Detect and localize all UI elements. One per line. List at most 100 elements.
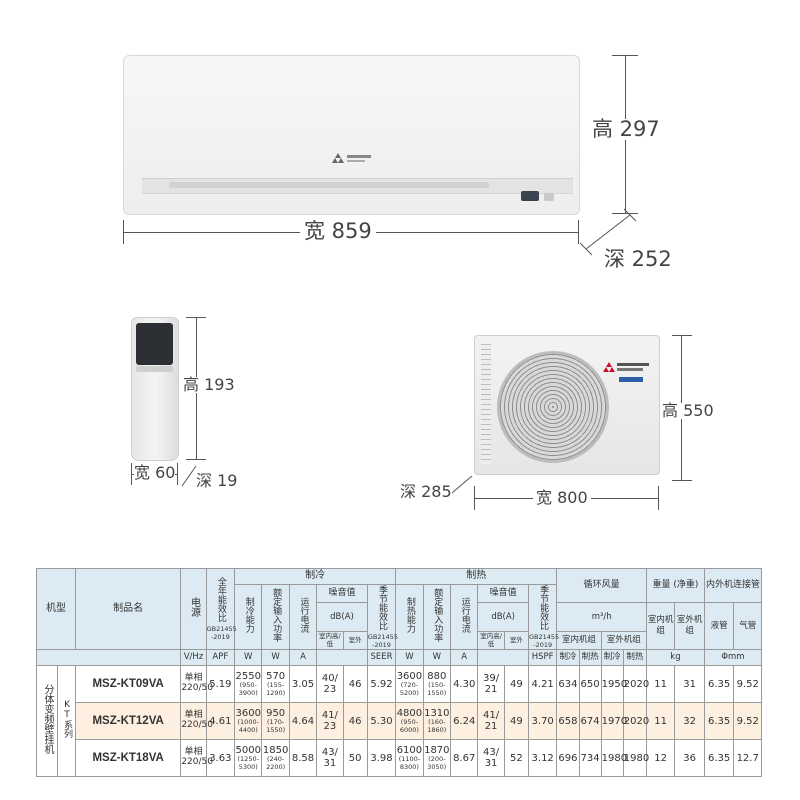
table-cell xyxy=(477,649,529,667)
header-cool-capacity: 制冷能力 xyxy=(234,583,263,651)
header-cool-noise-unit: dB(A) xyxy=(316,601,368,633)
indoor-depth-line xyxy=(579,208,637,256)
table-cell: 52 xyxy=(503,739,529,778)
unit-airflow-out-cool: 制冷 xyxy=(600,649,624,667)
table-cell: 6.35 xyxy=(703,739,735,778)
outdoor-side-grill xyxy=(481,344,491,464)
series-name-cell: 分体变频壁挂机 xyxy=(35,665,59,778)
table-cell: 6.35 xyxy=(703,665,735,704)
table-cell: 658 xyxy=(556,702,580,741)
header-weight-outdoor: 室外机组 xyxy=(674,601,705,651)
table-cell: 880(150- 1550) xyxy=(422,665,452,704)
table-cell: 1970 xyxy=(600,702,627,741)
header-power: 电源 xyxy=(180,567,207,651)
unit-heat-input: W xyxy=(422,649,452,667)
table-cell: 4.30 xyxy=(449,665,479,704)
header-heat-current: 运行电流 xyxy=(449,583,479,651)
header-cool-input: 额定输入功率 xyxy=(261,583,290,651)
table-cell: 1980 xyxy=(622,739,649,778)
header-airflow-unit: m³/h xyxy=(556,601,647,633)
model-name: MSZ-KT09VA xyxy=(74,665,182,704)
table-cell: 2020 xyxy=(622,665,649,704)
table-cell: 43/ 31 xyxy=(477,739,505,778)
table-cell: 1310(160- 1860) xyxy=(422,702,452,741)
outdoor-fan-grille xyxy=(497,351,609,463)
table-cell: 单相 220/50 xyxy=(180,739,213,778)
table-cell: 1980 xyxy=(600,739,627,778)
unit-cool-capacity: W xyxy=(234,649,263,667)
mitsubishi-logo-icon xyxy=(332,153,371,163)
remote-control-image xyxy=(131,317,179,461)
unit-pipe: Φmm xyxy=(703,649,763,667)
indoor-height-label: 高 297 xyxy=(592,117,660,141)
header-airflow: 循环风量 xyxy=(556,568,647,603)
table-cell: 674 xyxy=(578,702,602,741)
table-cell: 31 xyxy=(674,665,705,704)
unit-weight: kg xyxy=(645,649,705,667)
table-cell: 12 xyxy=(645,739,676,778)
series-sub-cell: KT系列 xyxy=(57,665,76,778)
table-cell: 11 xyxy=(645,665,676,704)
table-cell: 6.24 xyxy=(449,702,479,741)
model-name: MSZ-KT12VA xyxy=(74,702,182,741)
header-model-type: 机型 xyxy=(36,567,76,651)
table-cell: 8.67 xyxy=(449,739,479,778)
table-cell: 12.7 xyxy=(733,739,762,778)
header-product-name: 制品名 xyxy=(74,567,182,651)
header-heat-noise: 噪音值 xyxy=(477,584,529,603)
table-cell: 2550(950- 3900) xyxy=(234,665,263,704)
outdoor-depth-label: 深 285 xyxy=(400,482,452,501)
header-airflow-indoor: 室内机组 xyxy=(556,631,602,651)
table-cell: 36 xyxy=(674,739,705,778)
table-cell: 46 xyxy=(342,665,368,704)
remote-keys xyxy=(136,366,173,372)
table-cell: 5000(1250- 5300) xyxy=(234,739,263,778)
table-cell: 3.12 xyxy=(527,739,558,778)
table-cell: 950(170- 1550) xyxy=(261,702,290,741)
unit-airflow-in-cool: 制冷 xyxy=(556,649,580,667)
table-cell: 9.52 xyxy=(733,702,762,741)
table-cell: 4.21 xyxy=(527,665,558,704)
table-cell: 4.61 xyxy=(205,702,236,741)
table-cell xyxy=(316,649,368,667)
table-cell: 2020 xyxy=(622,702,649,741)
indoor-unit-image xyxy=(123,55,580,215)
header-heat-noise-outdoor: 室外 xyxy=(503,631,529,651)
unit-seer: SEER xyxy=(366,649,397,667)
table-cell: 32 xyxy=(674,702,705,741)
table-cell: 1870(200- 3050) xyxy=(422,739,452,778)
unit-airflow-out-heat: 制热 xyxy=(622,649,647,667)
mitsubishi-electric-logo-icon xyxy=(603,362,649,382)
header-heat-input: 额定输入功率 xyxy=(422,583,452,651)
unit-apf: APF xyxy=(205,649,236,667)
table-row: 分体变频壁挂机 KT系列 MSZ-KT09VA 单相 220/50 5.19 2… xyxy=(35,665,762,778)
indoor-vane xyxy=(169,182,489,188)
table-cell: 1950 xyxy=(600,665,627,704)
table-cell: 5.19 xyxy=(205,665,236,704)
header-cool-noise-outdoor: 室外 xyxy=(342,631,368,651)
indoor-width-label: 宽 859 xyxy=(300,221,376,242)
unit-power: V/Hz xyxy=(180,649,207,667)
table-cell: 4.64 xyxy=(288,702,318,741)
header-heat-noise-unit: dB(A) xyxy=(477,601,529,633)
header-cool-current: 运行电流 xyxy=(288,583,318,651)
table-cell: 41/ 21 xyxy=(477,702,505,741)
table-cell: 3.98 xyxy=(366,739,397,778)
header-cool-noise-indoor: 室内高/低 xyxy=(316,631,344,651)
table-row: MSZ-KT12VA 单相 220/50 4.61 3600(1000- 440… xyxy=(37,702,762,741)
table-cell: 49 xyxy=(503,702,529,741)
outdoor-unit-image xyxy=(474,335,660,475)
table-cell: 1850(240- 2200) xyxy=(261,739,290,778)
remote-depth-label: 深 19 xyxy=(196,471,238,490)
header-heating: 制热 xyxy=(395,568,558,585)
remote-width-label: 宽 60 xyxy=(134,463,176,482)
table-cell: 570(155- 1290) xyxy=(261,665,290,704)
table-cell: 39/ 21 xyxy=(477,665,505,704)
header-cooling: 制冷 xyxy=(234,568,397,585)
outdoor-width-label: 宽 800 xyxy=(533,490,591,506)
table-cell: 43/ 31 xyxy=(316,739,344,778)
table-cell: 49 xyxy=(503,665,529,704)
